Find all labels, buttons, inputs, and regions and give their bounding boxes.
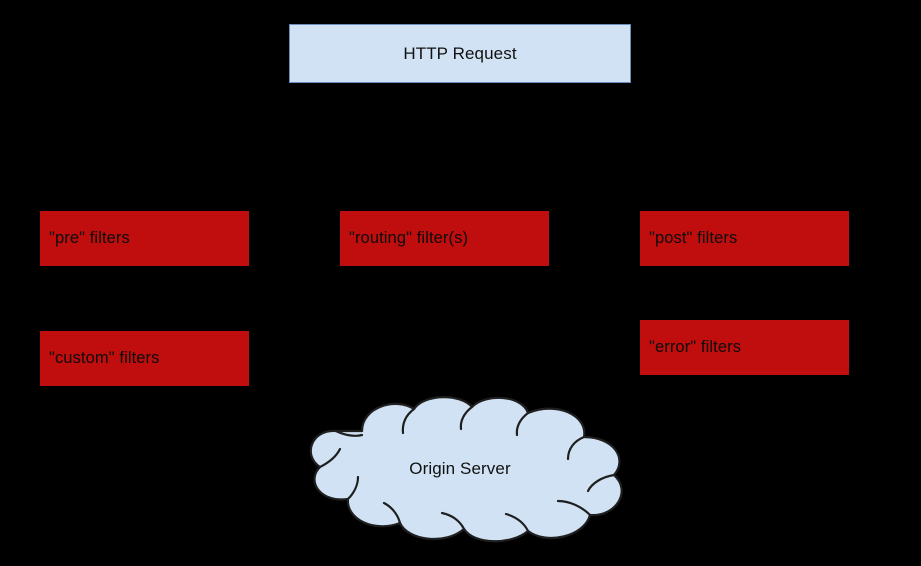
node-routing-filters-label: "routing" filter(s) <box>349 229 469 247</box>
node-error-filters[interactable]: "error" filters <box>640 320 849 375</box>
node-http-request-label: HTTP Request <box>403 43 517 63</box>
node-post-filters[interactable]: "post" filters <box>640 211 849 266</box>
node-http-request[interactable]: HTTP Request <box>289 24 631 83</box>
node-post-filters-label: "post" filters <box>649 229 738 247</box>
node-custom-filters-label: "custom" filters <box>49 349 160 367</box>
node-origin-server[interactable]: Origin Server <box>284 393 636 545</box>
node-pre-filters-label: "pre" filters <box>49 229 130 247</box>
node-routing-filters[interactable]: "routing" filter(s) <box>340 211 549 266</box>
node-custom-filters[interactable]: "custom" filters <box>40 331 249 386</box>
node-error-filters-label: "error" filters <box>649 338 742 356</box>
cloud-icon <box>309 396 623 543</box>
node-pre-filters[interactable]: "pre" filters <box>40 211 249 266</box>
